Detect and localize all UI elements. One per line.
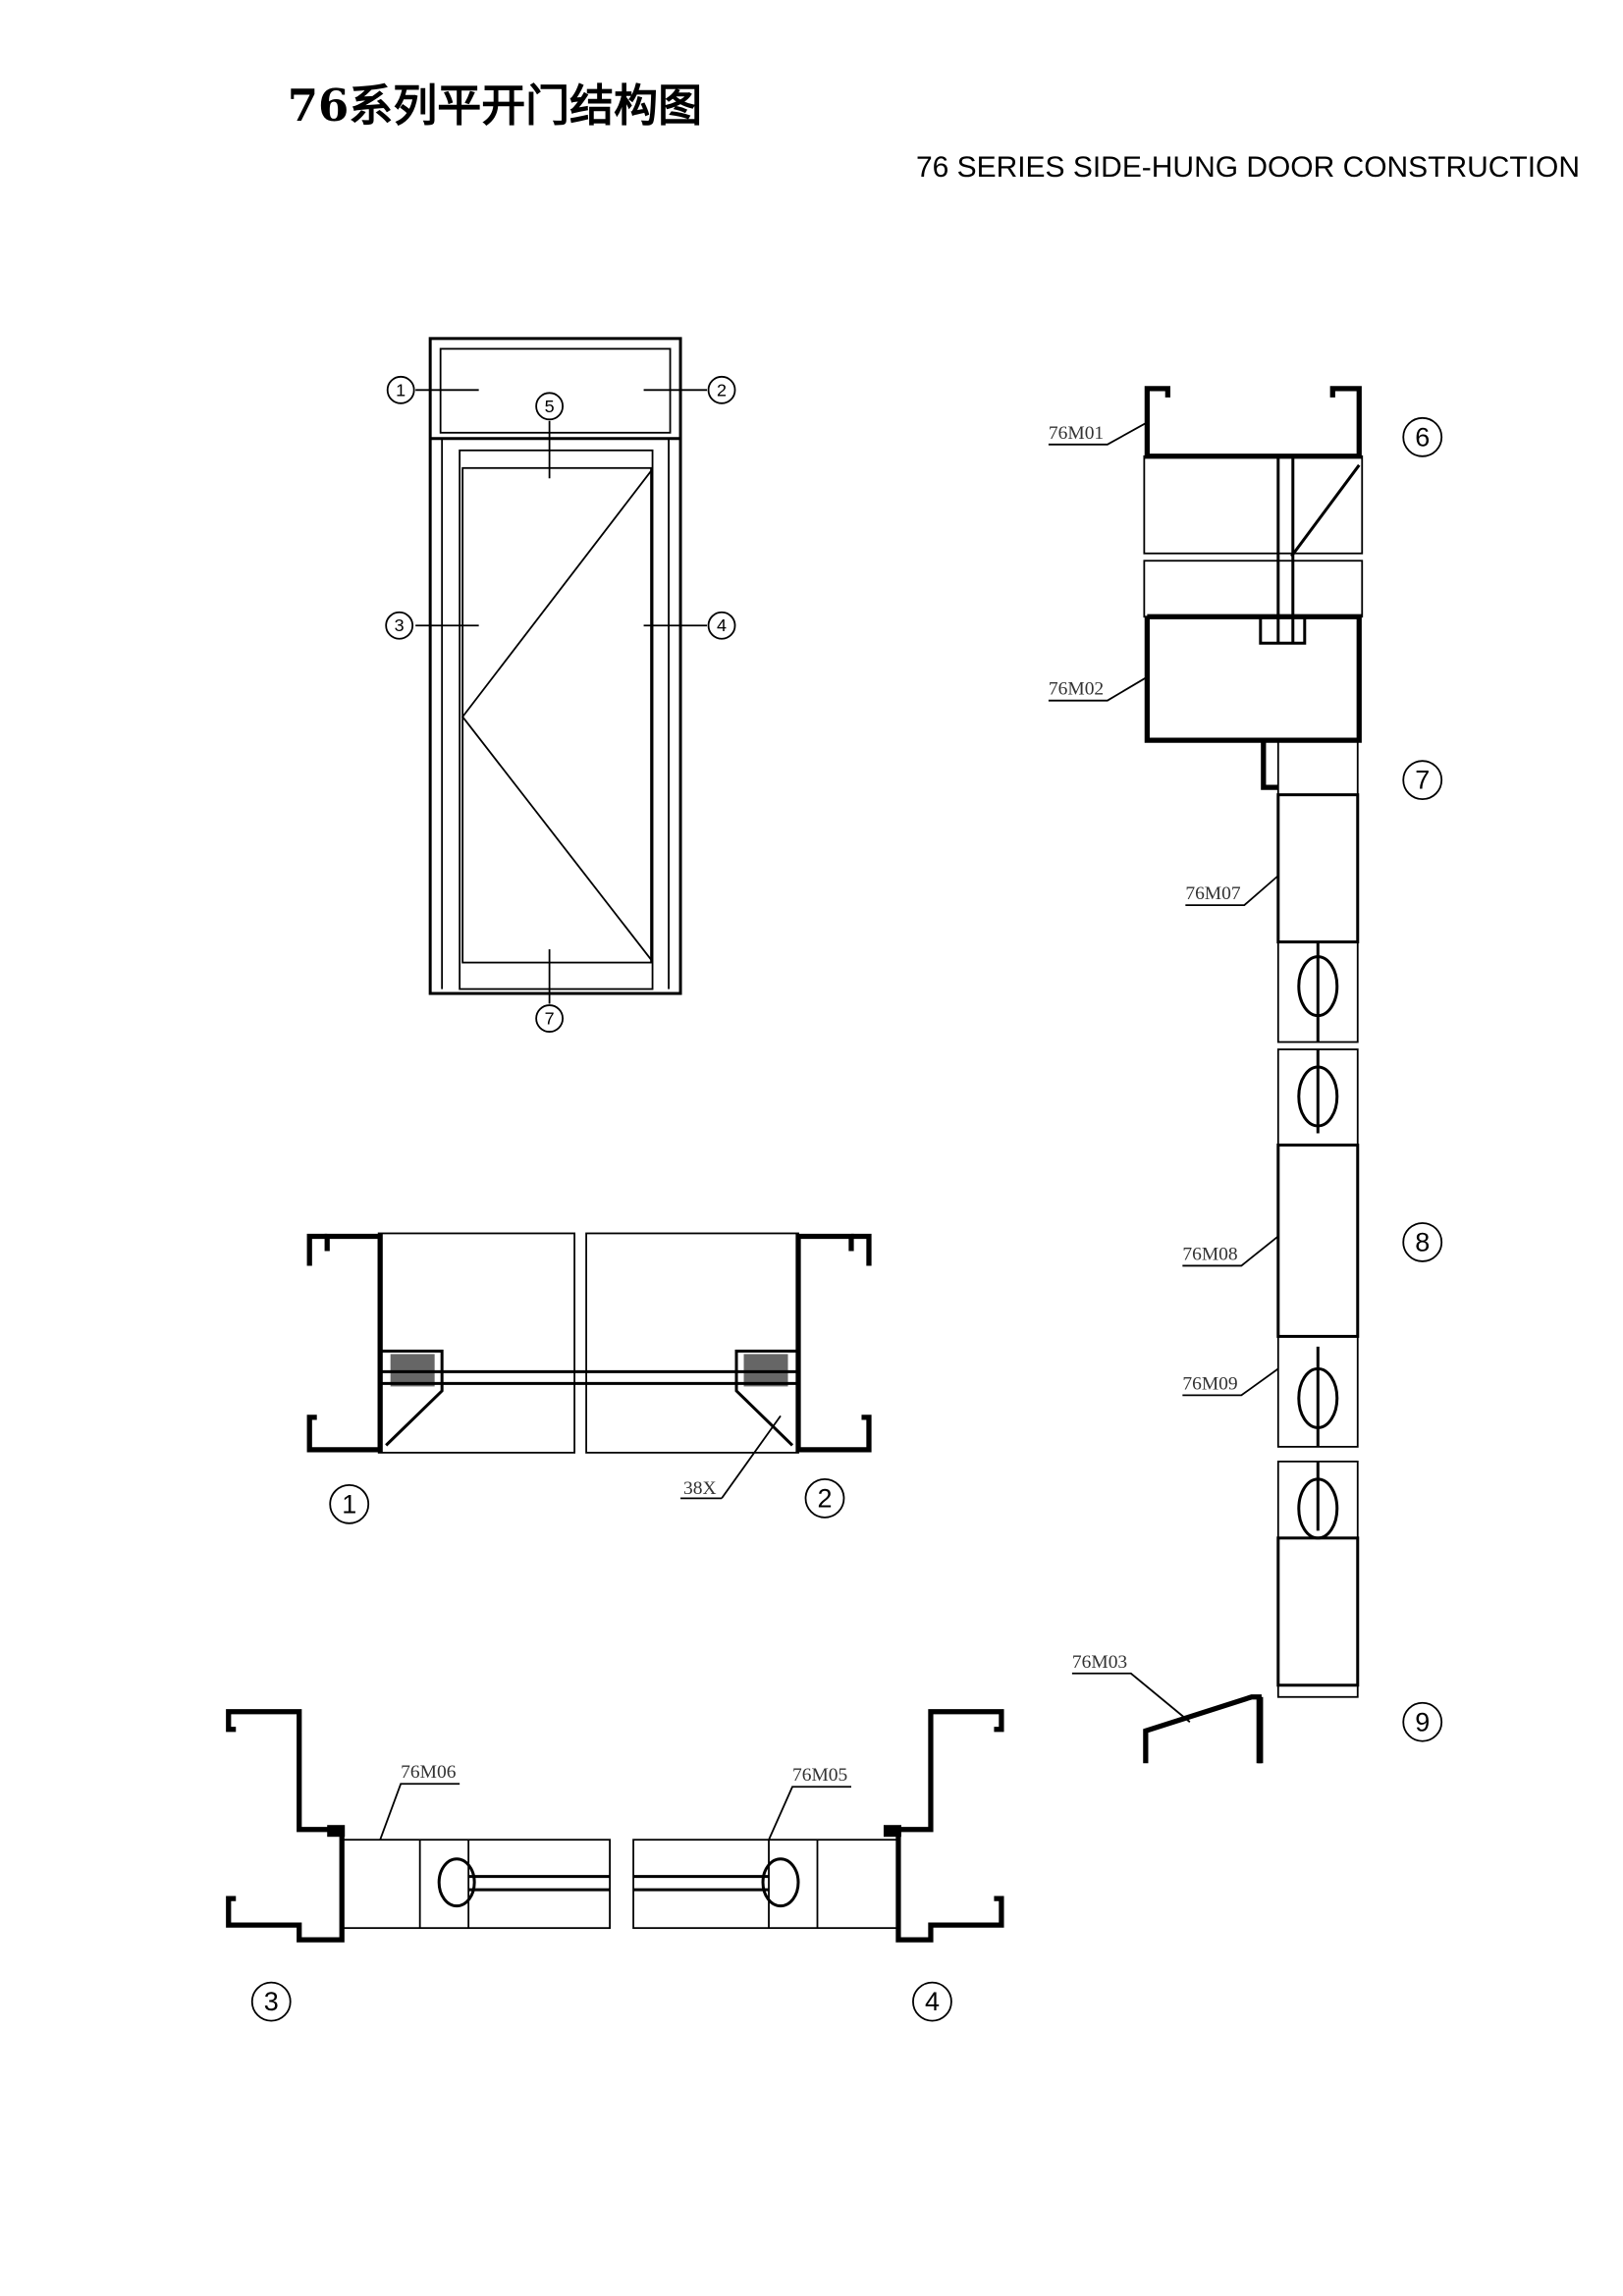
title-english: 76 SERIES SIDE-HUNG DOOR CONSTRUCTION (916, 151, 1580, 184)
svg-text:1: 1 (396, 380, 406, 400)
svg-text:2: 2 (817, 1483, 832, 1513)
label-76m06: 76M06 (401, 1762, 457, 1783)
elevation-callout-7: 7 (535, 1004, 565, 1033)
section-callout-1: 1 (329, 1483, 370, 1524)
svg-text:4: 4 (717, 615, 727, 635)
door-elevation (415, 337, 708, 1004)
elevation-callout-5: 5 (535, 392, 565, 421)
section-callout-6: 6 (1402, 416, 1443, 457)
elevation-callout-2: 2 (707, 375, 736, 404)
section-1-2 (306, 1232, 872, 1500)
section-callout-3: 3 (250, 1981, 292, 2022)
label-76m03: 76M03 (1072, 1652, 1127, 1673)
svg-text:4: 4 (925, 1987, 940, 2016)
section-callout-7: 7 (1402, 760, 1443, 801)
section-3-4 (226, 1709, 1004, 1943)
svg-text:7: 7 (545, 1009, 555, 1029)
label-38x: 38X (683, 1478, 717, 1499)
elevation-callout-1: 1 (386, 375, 415, 404)
label-76m01: 76M01 (1049, 423, 1104, 444)
svg-text:2: 2 (717, 380, 727, 400)
svg-text:9: 9 (1415, 1707, 1430, 1736)
svg-text:3: 3 (264, 1987, 279, 2016)
label-76m02: 76M02 (1049, 679, 1104, 700)
elevation-callout-3: 3 (385, 611, 414, 640)
label-76m09: 76M09 (1182, 1373, 1237, 1394)
section-callout-8: 8 (1402, 1222, 1443, 1262)
label-76m07: 76M07 (1185, 883, 1241, 904)
section-callout-4: 4 (912, 1981, 952, 2022)
svg-text:7: 7 (1415, 766, 1430, 795)
svg-text:8: 8 (1415, 1227, 1430, 1256)
label-76m08: 76M08 (1182, 1244, 1237, 1264)
section-callout-2: 2 (804, 1477, 845, 1519)
vertical-section (1048, 386, 1364, 1764)
svg-text:3: 3 (395, 615, 405, 635)
svg-text:5: 5 (545, 397, 555, 416)
title-chinese: 76系列平开门结构图 (288, 80, 702, 132)
label-76m05: 76M05 (792, 1765, 847, 1786)
svg-text:1: 1 (342, 1489, 356, 1519)
section-callout-9: 9 (1402, 1701, 1443, 1742)
elevation-callout-4: 4 (707, 611, 736, 640)
svg-text:6: 6 (1415, 422, 1430, 452)
